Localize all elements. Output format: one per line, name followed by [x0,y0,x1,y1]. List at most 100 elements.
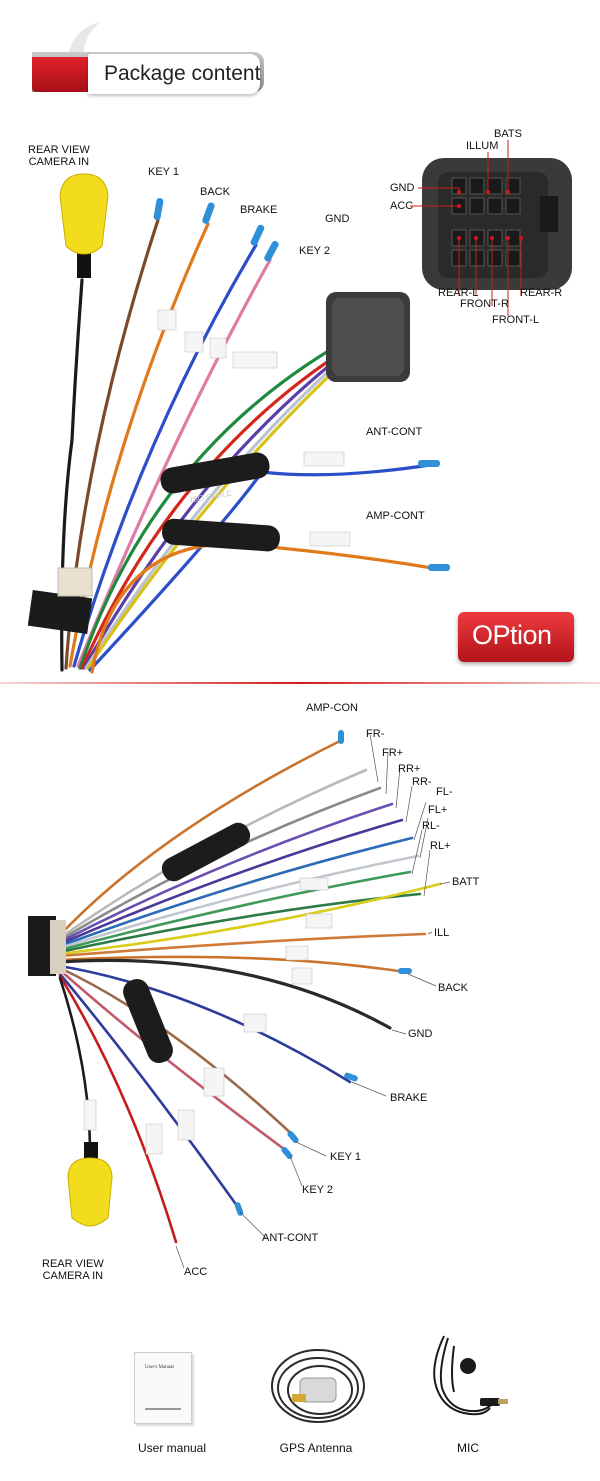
wire-fl-plus [58,854,420,950]
label-key1: KEY 1 [330,1151,361,1163]
label-front-r: FRONT-R [460,298,509,310]
label-ant-cont: ANT-CONT [262,1232,319,1244]
label-rr-minus: RR- [412,776,432,788]
section-divider [0,682,600,684]
amp-filter [162,518,280,552]
label-amp-cont: AMP-CONT [366,510,425,522]
label-rl-plus: RL+ [430,840,451,852]
amp-filter [161,822,251,882]
footer-label-mic: MIC [457,1441,479,1455]
terminal-tip [281,1146,293,1160]
iso-connector-detail [410,140,572,316]
label-rear-r: REAR-R [520,287,563,299]
label-ant-cont: ANT-CONT [366,426,423,438]
terminal-tip [153,198,164,221]
label-gnd: GND [390,182,415,194]
label-acc: ACC [184,1266,208,1278]
wire-fl-minus [58,836,414,948]
wire-rr-minus [58,818,404,946]
label-key2: KEY 2 [302,1184,333,1196]
terminal-tip [398,968,412,974]
label-fl-minus: FL- [436,786,453,798]
label-batt: BATT [452,876,480,888]
wire-tag [303,451,345,467]
wire-brake [58,964,352,1084]
terminal-tip [234,1202,244,1216]
label-rear-l: REAR-L [438,287,479,299]
option-badge-label: OPtion [472,620,552,650]
label-gnd-center: GND [325,213,350,225]
wire-tag [309,531,351,547]
manual-cover-title: User's Manual [145,1365,174,1370]
wire-tag [157,309,177,331]
terminal-tip [428,564,450,571]
label-bats: BATS [494,128,522,140]
wire-acc [58,974,178,1244]
label-key2: KEY 2 [299,245,330,257]
manual-icon: User's Manual [134,1352,192,1424]
label-rear-view-camera-2: REAR VIEW CAMERA IN [42,1258,104,1282]
wire-yellow [86,373,332,670]
terminal-tip [287,1130,299,1144]
label-illum: ILLUM [466,140,499,152]
wire-batt [58,882,442,956]
wire-tag [285,945,309,961]
gps-antenna-icon [271,1349,365,1423]
wire-gnd [58,958,392,1030]
wire-ant-cont [88,463,432,672]
harness-connector [28,916,66,976]
label-back: BACK [438,982,468,994]
wire-amp-cont [90,542,434,674]
iso-plug [326,292,410,382]
label-rr-plus: RR+ [398,763,421,775]
wire-tag [145,1123,163,1155]
ant-filter [160,452,270,494]
label-brake: BRAKE [240,204,278,216]
wire-ill [58,932,427,958]
label-fr-minus: FR- [366,728,385,740]
wire-rear-view [58,976,92,1154]
ant-filter [123,978,173,1064]
label-front-l: FRONT-L [492,314,540,326]
microphone-icon [433,1335,508,1416]
rca-connector [67,1142,113,1227]
wire-ant-cont [58,972,242,1212]
wire-purple [82,363,332,670]
wire-tag [243,1013,267,1033]
wire-tag [177,1109,195,1141]
header-red-tab [32,57,90,92]
label-gnd: GND [408,1028,433,1040]
label-key1: KEY 1 [148,166,179,178]
wire-tag [291,967,313,985]
wire-tag [305,913,333,929]
label-amp-con: AMP-CON [306,702,358,714]
wire-brake [72,243,258,668]
option-harness-diagram [28,730,451,1269]
terminal-tip [264,240,279,262]
page-curl-decoration [68,22,100,60]
label-rear-view-camera: REAR VIEW CAMERA IN [28,144,90,168]
terminal-tip [338,730,344,744]
iso-harness-diagram: ISO CABLE [27,140,572,674]
wire-grey [84,368,332,670]
label-fl-plus: FL+ [428,804,448,816]
rca-connector [59,173,109,278]
label-brake: BRAKE [390,1092,428,1104]
wire-amp-con [58,738,344,937]
page-title: Package content [104,62,261,85]
terminal-tip [202,202,215,224]
wire-tag [203,1067,225,1097]
wire-rl-minus [58,870,412,952]
label-acc: ACC [390,200,414,212]
header-banner [88,54,260,94]
wire-rr-plus [58,802,394,944]
wire-tag [209,337,227,359]
wire-tag [299,877,329,891]
wire-tag [232,351,278,369]
wire-red [80,358,332,670]
label-back: BACK [200,186,230,198]
terminal-tip [344,1072,358,1082]
bottom-connector [27,567,93,635]
label-fr-plus: FR+ [382,747,404,759]
wire-tag [83,1099,97,1131]
